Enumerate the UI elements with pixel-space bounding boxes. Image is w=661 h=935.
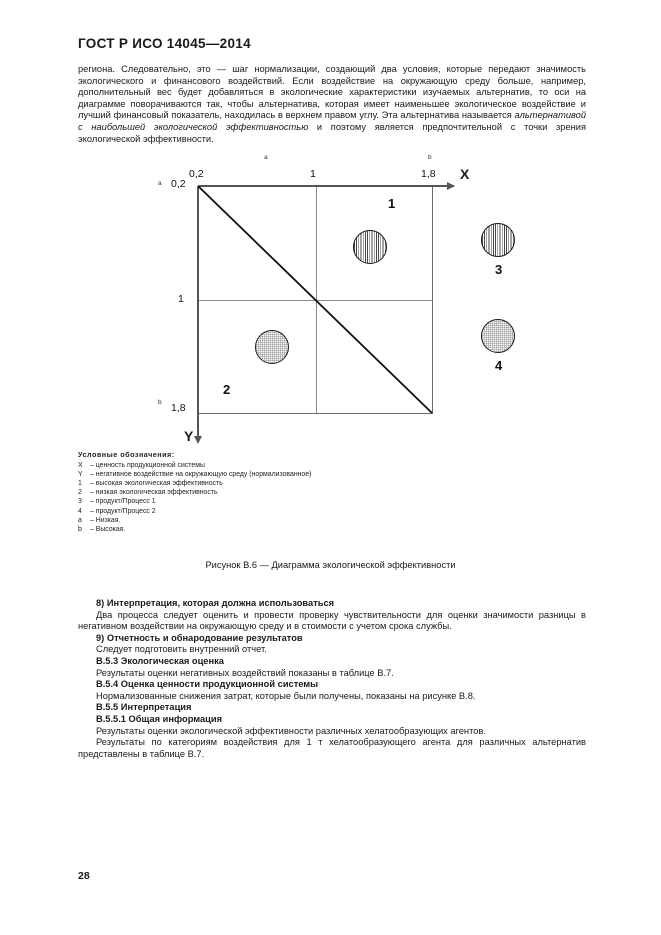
key-text: – Высокая. — [90, 525, 126, 533]
x-axis-label: X — [460, 166, 470, 182]
figure-key: Условные обозначения: X – ценность продук… — [78, 450, 498, 534]
corner-mark-a-left: a — [158, 180, 162, 187]
document-header: ГОСТ Р ИСО 14045—2014 — [78, 36, 251, 51]
paragraph-reporting: Следует подготовить внутренний отчет. — [96, 644, 267, 655]
key-symbol: 1 — [78, 480, 82, 488]
page-number: 28 — [78, 870, 90, 882]
figure-key-row: 3 – продукт/Процесс 1 — [78, 497, 498, 506]
key-text: – негативное воздействие на окружающую с… — [90, 471, 312, 479]
y-axis-label: Y — [184, 428, 194, 444]
key-symbol: Y — [78, 471, 83, 479]
key-text: – ценность продукционной системы — [90, 462, 205, 470]
legend-swatch-3 — [481, 223, 515, 257]
legend-swatch-4 — [481, 319, 515, 353]
key-text: – высокая экологическая эффективность — [90, 480, 223, 488]
chart-plot-area: X Y 0,2 1 1,8 0,2 1 1,8 a b a b 1 2 — [158, 154, 469, 444]
figure-key-row: 1 – высокая экологическая эффективность — [78, 479, 498, 488]
key-symbol: X — [78, 462, 83, 470]
corner-mark-b-left: b — [158, 399, 162, 406]
figure-key-row: 2 – низкая экологическая эффективность — [78, 488, 498, 497]
intro-text-italic: альтернативой с наибольшей экологической… — [78, 110, 586, 132]
paragraph-interpretation: Два процесса следует оценить и провести … — [78, 609, 586, 632]
key-symbol: 3 — [78, 498, 82, 506]
intro-text-part1: региона. Следовательно, это — шаг нормал… — [78, 64, 586, 121]
y-tick-2: 1,8 — [171, 402, 186, 414]
heading-b-5-3: В.5.3 Экологическая оценка — [96, 655, 224, 666]
gridline-horizontal — [199, 300, 432, 301]
figure-key-row: X – ценность продукционной системы — [78, 461, 498, 470]
y-axis — [194, 186, 202, 444]
heading-b-5-5-1: В.5.5.1 Общая информация — [96, 713, 223, 724]
figure-key-title: Условные обозначения: — [78, 450, 175, 459]
heading-interpretation: 8) Интерпретация, которая должна использ… — [96, 598, 335, 608]
data-point-process-2 — [255, 330, 289, 364]
key-symbol: 4 — [78, 507, 82, 515]
corner-mark-b-top: b — [428, 154, 432, 161]
y-tick-0: 0,2 — [171, 178, 186, 190]
heading-reporting: 9) Отчетность и обнародование результато… — [96, 632, 303, 643]
legend-swatch-label-3: 3 — [495, 262, 503, 277]
paragraph-b-5-4: Нормализованные снижения затрат, которые… — [96, 690, 476, 701]
paragraph-b-5-5-1-a: Результаты оценки экологической эффектив… — [96, 725, 486, 736]
key-text: – низкая экологическая эффективность — [90, 489, 218, 497]
figure-key-row: Y – негативное воздействие на окружающую … — [78, 470, 498, 479]
figure-b6: X Y 0,2 1 1,8 0,2 1 1,8 a b a b 1 2 3 4 — [0, 150, 661, 445]
lower-sections: 8) Интерпретация, которая должна использ… — [78, 598, 586, 760]
heading-b-5-5: В.5.5 Интерпретация — [96, 702, 192, 713]
intro-paragraph: региона. Следовательно, это — шаг нормал… — [78, 64, 586, 145]
key-symbol: b — [78, 525, 82, 533]
key-symbol: a — [78, 516, 82, 524]
data-point-process-1 — [353, 230, 387, 264]
key-text: – Низкая. — [90, 516, 121, 524]
key-text: – продукт/Процесс 1 — [90, 498, 156, 506]
paragraph-b-5-3: Результаты оценки негативных воздействий… — [96, 667, 394, 678]
intro-text-part2: и поэтому является предпочтительной с то… — [78, 121, 586, 144]
corner-mark-a-top: a — [264, 154, 268, 161]
figure-key-row: b – Высокая. — [78, 525, 498, 534]
paragraph-b-5-5-1-b: Результаты по категориям воздействия для… — [78, 737, 586, 759]
key-symbol: 2 — [78, 489, 82, 497]
x-tick-1: 1 — [310, 168, 316, 180]
figure-key-row: 4 – продукт/Процесс 2 — [78, 507, 498, 516]
key-text: – продукт/Процесс 2 — [90, 507, 156, 515]
quadrant-label-1: 1 — [388, 196, 396, 211]
x-tick-0: 0,2 — [189, 168, 204, 180]
x-tick-2: 1,8 — [421, 168, 436, 180]
quadrant-label-2: 2 — [223, 382, 231, 397]
x-axis — [198, 182, 455, 190]
legend-swatch-label-4: 4 — [495, 358, 503, 373]
chart-frame — [198, 186, 433, 414]
y-tick-1: 1 — [178, 293, 184, 305]
figure-caption: Рисунок В.6 — Диаграмма экологической эф… — [205, 560, 456, 570]
figure-key-row: a – Низкая. — [78, 516, 498, 525]
heading-b-5-4: В.5.4 Оценка ценности продукционной сист… — [96, 679, 319, 690]
